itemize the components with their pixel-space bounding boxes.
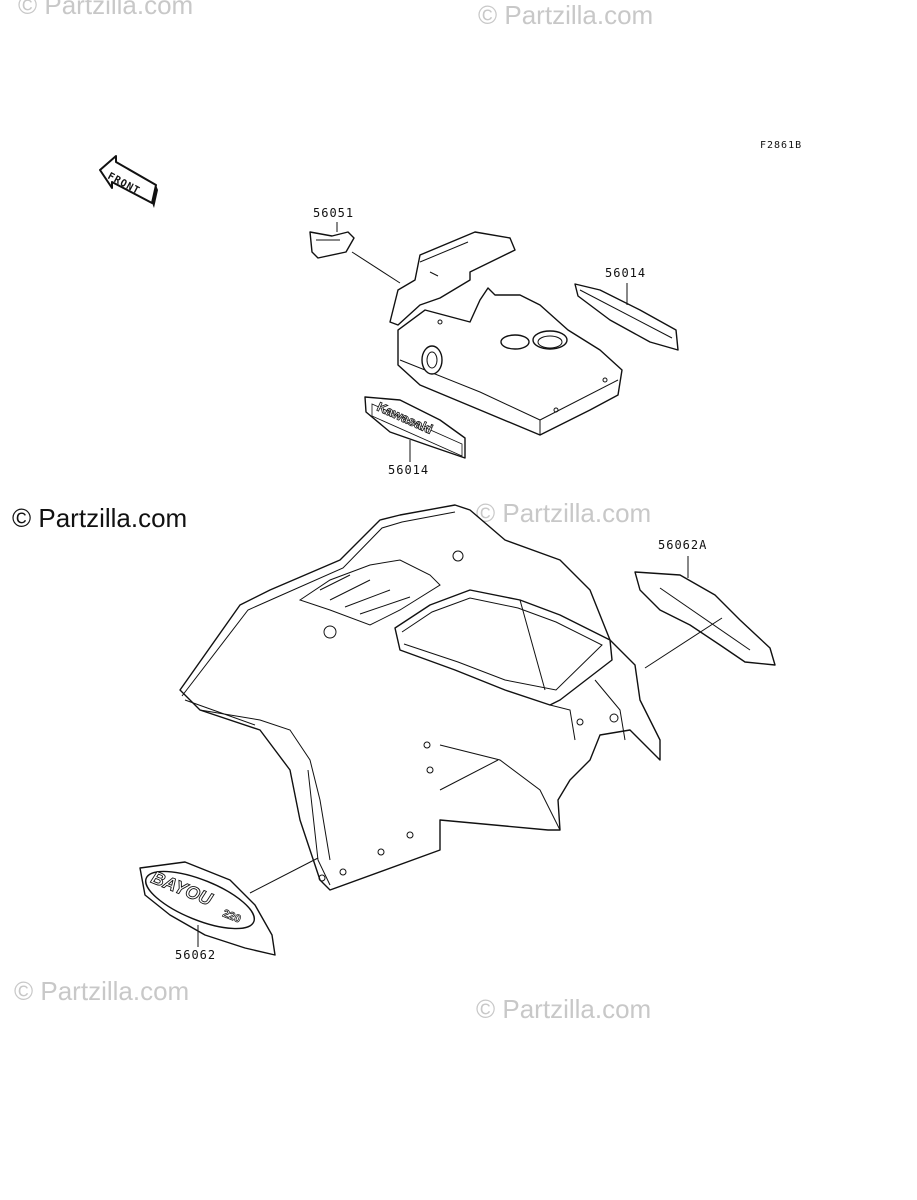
leader-56051-b xyxy=(351,251,401,284)
watermark-bottom-right: © Partzilla.com xyxy=(476,994,651,1024)
decal-56014-kawasaki: Kawasaki xyxy=(364,396,466,459)
callout-56051: 56051 xyxy=(313,206,354,220)
callout-56014-b: 56014 xyxy=(388,463,429,477)
figure-code: F2861B xyxy=(760,140,802,151)
leader-56062-b xyxy=(249,857,319,894)
leader-rear-side xyxy=(439,759,499,791)
rear-fender-part xyxy=(179,504,661,891)
callout-56062: 56062 xyxy=(175,948,216,962)
decal-56014-strip xyxy=(574,283,679,351)
watermark-top-left: © Partzilla.com xyxy=(18,0,193,20)
watermark-mid-right: © Partzilla.com xyxy=(476,498,651,528)
watermark-top-right: © Partzilla.com xyxy=(478,0,653,30)
callout-56014-a: 56014 xyxy=(605,266,646,280)
leader-56062A-b xyxy=(644,617,723,669)
front-cover-part xyxy=(389,231,623,436)
callout-56062A: 56062A xyxy=(658,538,707,552)
front-arrow-icon: FRONT xyxy=(99,155,158,208)
decal-56062A xyxy=(634,571,776,666)
decal-56062-bayou: BAYOU 220 xyxy=(139,861,276,956)
watermark-bottom-left: © Partzilla.com xyxy=(14,976,189,1006)
decal-56051 xyxy=(309,231,355,259)
watermark-main: © Partzilla.com xyxy=(12,503,187,533)
